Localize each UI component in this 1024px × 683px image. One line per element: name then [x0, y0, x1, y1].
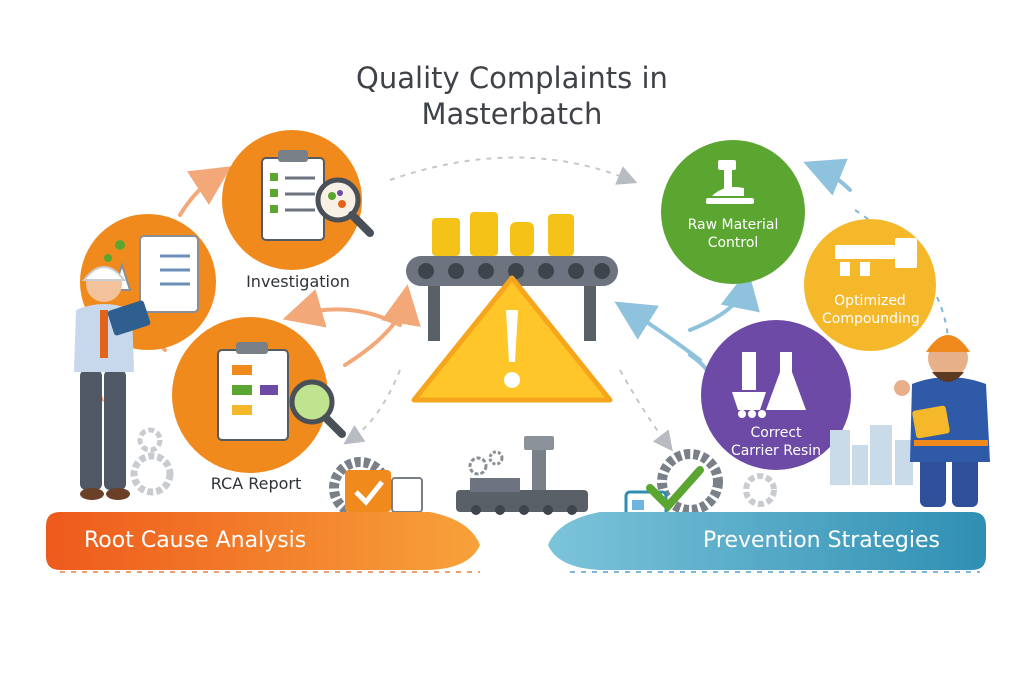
raw-material-label: Raw Material Control — [687, 217, 779, 251]
raw-material-circle — [661, 140, 805, 284]
rca-circle — [172, 317, 346, 473]
engineer-left — [74, 266, 151, 500]
conveyor-belt — [406, 212, 618, 341]
investigation-label: Investigation — [246, 272, 350, 291]
product-bottles — [432, 212, 574, 256]
engineer-right — [894, 335, 990, 507]
rca-report-label: RCA Report — [210, 474, 302, 493]
carrier-resin-circle — [701, 320, 851, 470]
rca-banner-shape — [46, 512, 480, 570]
factory-machine — [456, 436, 588, 515]
arrow-up-right — [803, 158, 852, 196]
compounding-circle — [804, 219, 936, 351]
arrow-conveyor-to-inv — [282, 289, 402, 328]
prevention-banner-shape — [548, 512, 986, 570]
right-lower-dashed-arrow — [619, 369, 673, 452]
prevention-strategies-banner: Prevention Strategies — [703, 528, 940, 553]
root-cause-analysis-banner: Root Cause Analysis — [84, 528, 307, 553]
arrow-inv-to-conveyor — [343, 284, 421, 367]
factory-buildings — [830, 425, 913, 485]
left-lower-dashed-arrow — [343, 369, 401, 445]
report-icon-left — [345, 470, 423, 513]
arrow-prevention-to-conveyor — [614, 301, 702, 362]
investigation-circle — [222, 130, 374, 270]
carrier-resin-label: Correct Carrier Resin — [730, 425, 822, 459]
arrow-to-raw-material — [688, 269, 760, 332]
page-title: Quality Complaints in Masterbatch — [356, 61, 668, 131]
cycle-arrows — [133, 158, 852, 377]
compounding-label: Optimized Compounding — [822, 293, 920, 327]
arrow-to-investigation — [178, 166, 232, 217]
warning-triangle — [411, 275, 613, 403]
right-outer-dashed-arc — [854, 209, 950, 421]
top-dashed-arrow — [389, 156, 638, 185]
